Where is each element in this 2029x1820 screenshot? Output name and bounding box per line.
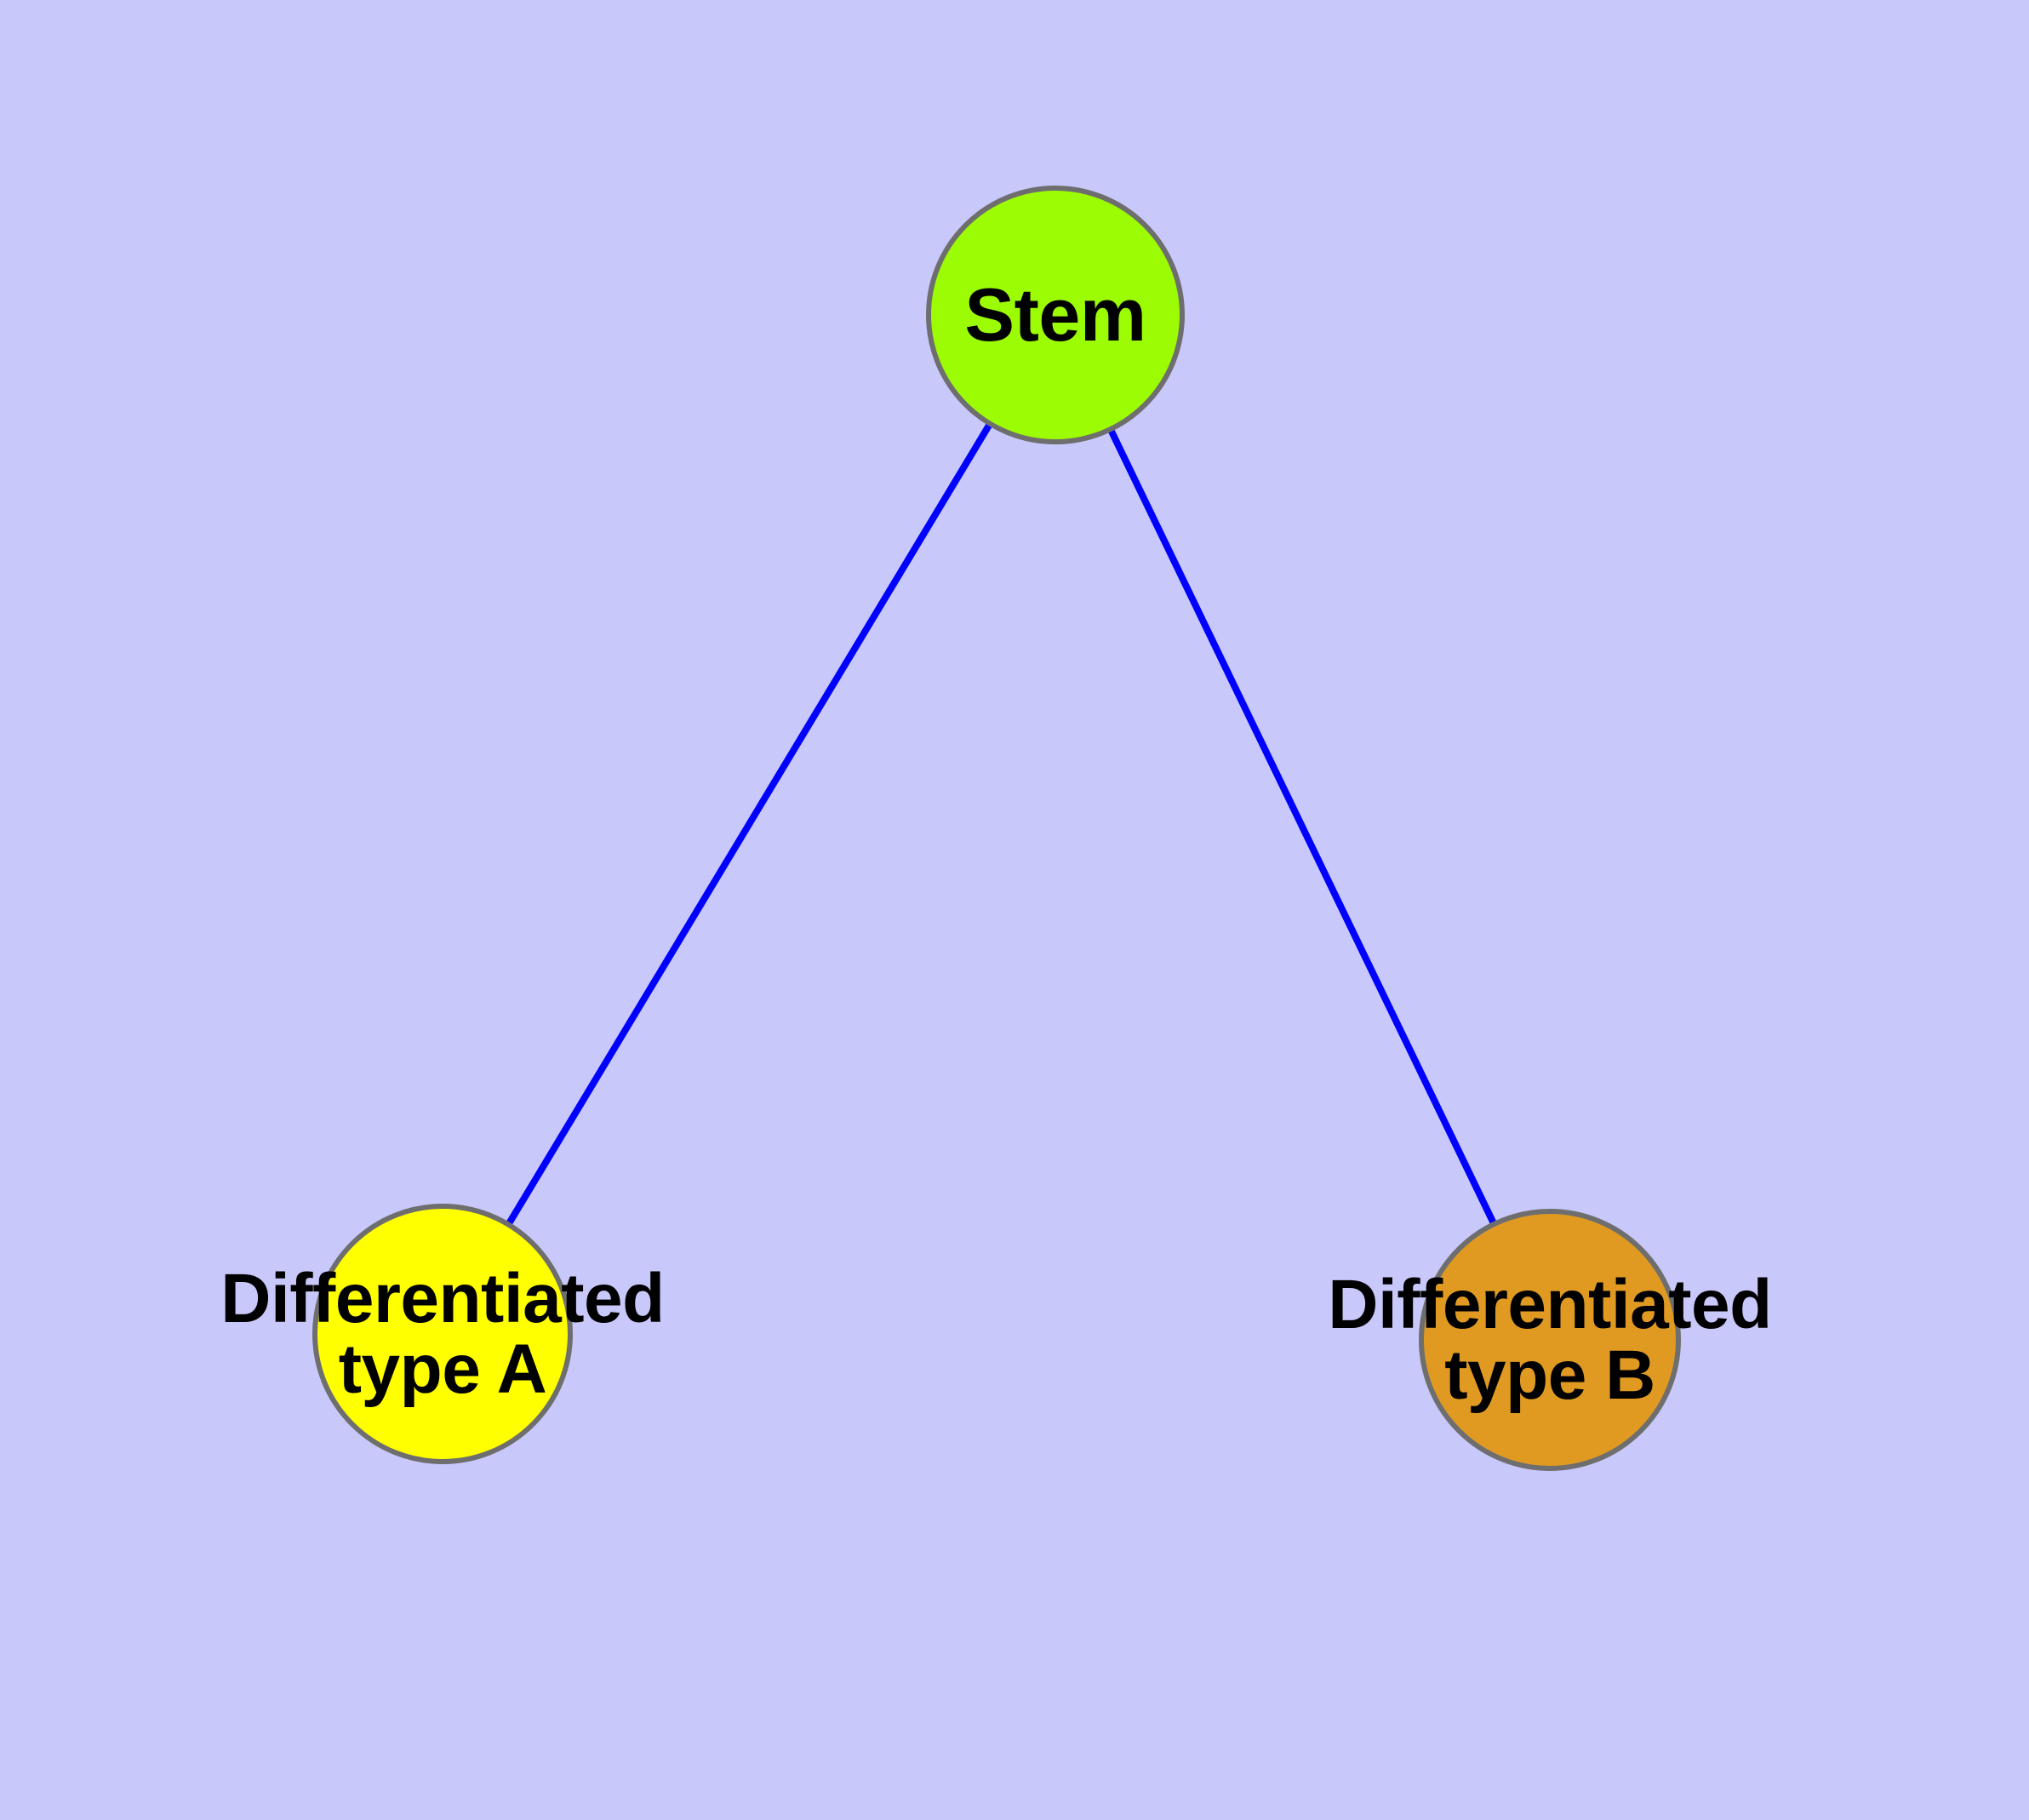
node-stem[interactable] xyxy=(926,186,1185,444)
node-differentiated-type-a[interactable] xyxy=(312,1204,573,1464)
edge-stem-to-differentiated-type-a xyxy=(439,312,1059,1336)
node-label-differentiated-type-b-line-2: type B xyxy=(1444,1336,1655,1415)
node-differentiated-type-b[interactable] xyxy=(1419,1209,1681,1471)
node-label-differentiated-type-a-line-1: Differentiated xyxy=(220,1259,665,1337)
node-label-differentiated-type-a: Differentiated type A xyxy=(0,1259,1457,1409)
node-label-differentiated-type-a-line-2: type A xyxy=(338,1331,547,1409)
node-label-differentiated-type-b: Differentiated type B xyxy=(535,1265,2029,1415)
node-label-differentiated-type-b-line-1: Differentiated xyxy=(1328,1265,1772,1343)
edge-stem-to-differentiated-type-b xyxy=(1052,313,1553,1342)
